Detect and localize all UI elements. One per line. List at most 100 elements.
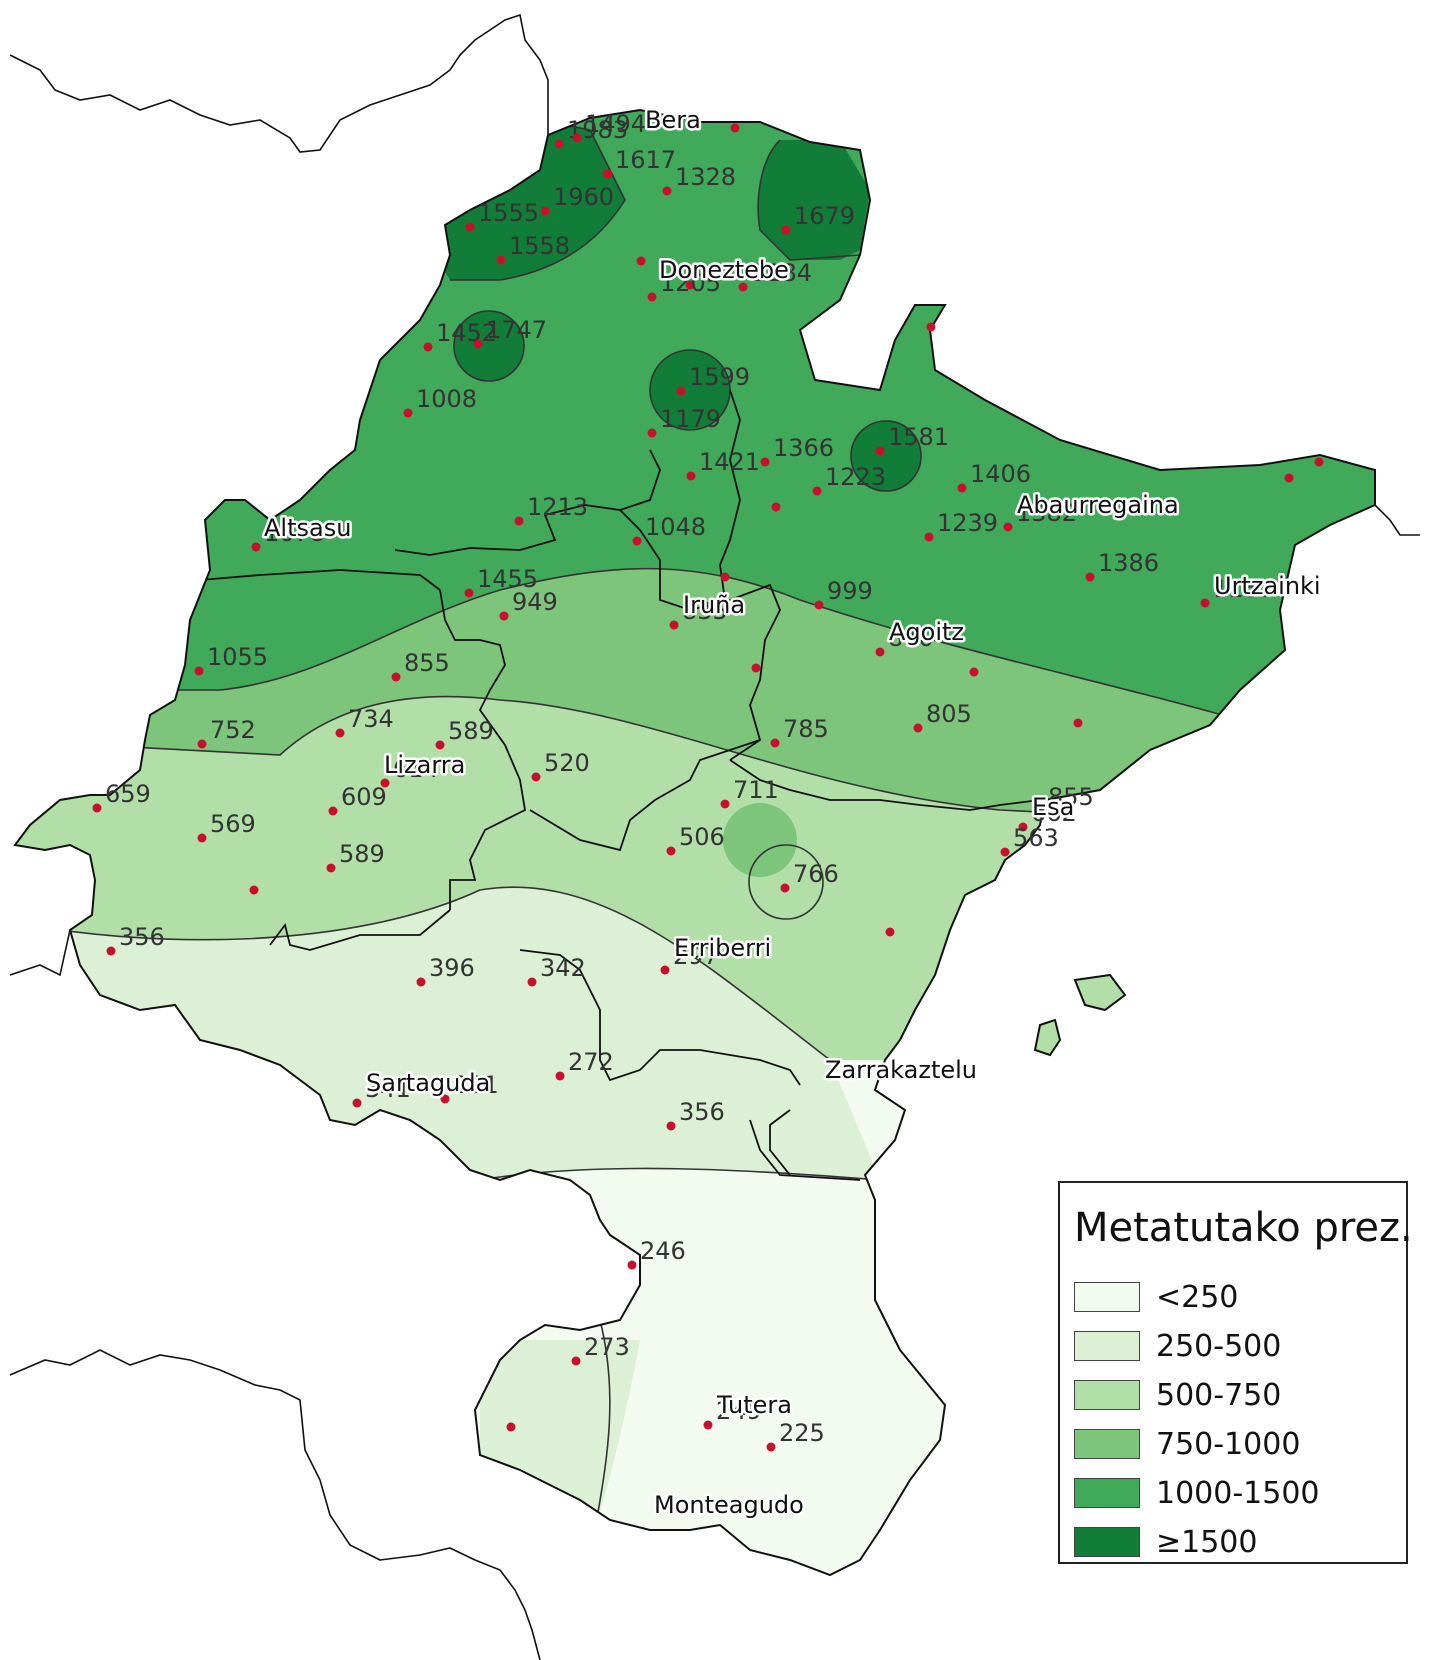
station-value: 246 bbox=[640, 1237, 686, 1265]
station-dot bbox=[326, 863, 336, 873]
station-value: 1157 bbox=[1213, 575, 1274, 603]
internal-borders bbox=[199, 389, 1041, 1181]
station-dot bbox=[403, 408, 413, 418]
station-dot bbox=[885, 927, 895, 937]
station-value: 1386 bbox=[1098, 549, 1159, 577]
station-dot bbox=[913, 723, 923, 733]
station-dot bbox=[473, 339, 483, 349]
station-dot bbox=[720, 799, 730, 809]
city-label: Iruña bbox=[683, 591, 745, 619]
station-dot bbox=[531, 772, 541, 782]
station-value: 805 bbox=[926, 700, 972, 728]
station-value: 342 bbox=[540, 954, 586, 982]
station-dot bbox=[1018, 822, 1028, 832]
station-dot bbox=[571, 1356, 581, 1366]
city-label: Zarrakaztelu bbox=[825, 1056, 977, 1084]
city-label: Tutera bbox=[716, 1391, 792, 1419]
station-value: 855 bbox=[404, 649, 450, 677]
station-value: 734 bbox=[348, 705, 394, 733]
station-dot bbox=[660, 965, 670, 975]
station-dot bbox=[249, 885, 259, 895]
station-dot bbox=[527, 977, 537, 987]
station-dot bbox=[666, 1121, 676, 1131]
station-dot bbox=[328, 806, 338, 816]
station-dot bbox=[435, 740, 445, 750]
station-value: 1960 bbox=[553, 183, 614, 211]
station-dot bbox=[602, 169, 612, 179]
station-dot bbox=[720, 572, 730, 582]
station-dot bbox=[632, 536, 642, 546]
station-dot bbox=[251, 542, 261, 552]
station-value: 273 bbox=[584, 1333, 630, 1361]
station-dot bbox=[1000, 847, 1010, 857]
station-value: 563 bbox=[1013, 824, 1059, 852]
station-value: 1747 bbox=[486, 316, 547, 344]
station-value: 1452 bbox=[436, 319, 497, 347]
station-value: 1055 bbox=[207, 643, 268, 671]
station-dot bbox=[335, 728, 345, 738]
station-dot bbox=[738, 282, 748, 292]
station-dot bbox=[1314, 457, 1324, 467]
legend-label: 1000-1500 bbox=[1156, 1475, 1320, 1511]
station-dot bbox=[662, 186, 672, 196]
station-value: 1328 bbox=[675, 163, 736, 191]
station-value: 1679 bbox=[794, 202, 855, 230]
station-value: 609 bbox=[341, 783, 387, 811]
station-dot bbox=[464, 588, 474, 598]
station-dot bbox=[647, 292, 657, 302]
legend-label: 750-1000 bbox=[1156, 1426, 1301, 1462]
station-value: 396 bbox=[429, 954, 475, 982]
legend-label: 500-750 bbox=[1156, 1377, 1282, 1413]
station-value: 662 bbox=[1031, 799, 1077, 827]
station-value: 855 bbox=[1048, 783, 1094, 811]
legend-swatch bbox=[1074, 1527, 1140, 1557]
station-dot bbox=[676, 386, 686, 396]
station-value: 1205 bbox=[660, 269, 721, 297]
station-dot bbox=[780, 883, 790, 893]
station-dot bbox=[514, 516, 524, 526]
station-dot bbox=[875, 446, 885, 456]
city-label: Bera bbox=[645, 106, 701, 134]
station-dot bbox=[760, 457, 770, 467]
city-label: Monteagudo bbox=[654, 1491, 804, 1519]
station-value: 569 bbox=[210, 810, 256, 838]
station-dot bbox=[554, 139, 564, 149]
station-dot bbox=[703, 1420, 713, 1430]
station-dot bbox=[197, 833, 207, 843]
station-dot bbox=[969, 667, 979, 677]
station-value: 840 bbox=[888, 624, 934, 652]
station-dot bbox=[685, 280, 695, 290]
legend-swatch bbox=[1074, 1331, 1140, 1361]
exclave-petilla bbox=[1073, 973, 1127, 1012]
station-value: 1581 bbox=[888, 423, 949, 451]
station-dot bbox=[391, 672, 401, 682]
station-value: 520 bbox=[544, 749, 590, 777]
unlabeled-stations bbox=[249, 123, 1324, 1432]
station-dot bbox=[666, 846, 676, 856]
station-value: 1179 bbox=[660, 405, 721, 433]
legend-item: ≥1500 bbox=[1074, 1524, 1257, 1560]
station-value: 1555 bbox=[478, 199, 539, 227]
city-label: Urtzainki bbox=[1214, 572, 1321, 600]
station-dot bbox=[465, 222, 475, 232]
station-value: 356 bbox=[679, 1098, 725, 1126]
station-value: 1599 bbox=[689, 363, 750, 391]
zone-500-750 bbox=[15, 696, 1100, 1060]
station-value: 835 bbox=[682, 597, 728, 625]
station-dot bbox=[1003, 522, 1013, 532]
legend-label: ≥1500 bbox=[1156, 1524, 1258, 1560]
station-value: 752 bbox=[210, 716, 256, 744]
station-dot bbox=[812, 486, 822, 496]
city-label: Abaurregaina bbox=[1017, 491, 1179, 519]
station-dot bbox=[924, 532, 934, 542]
exclave-small bbox=[1033, 1018, 1062, 1057]
station-dot bbox=[572, 133, 582, 143]
station-dot bbox=[627, 1260, 637, 1270]
station-value: 659 bbox=[105, 780, 151, 808]
station-dot bbox=[380, 778, 390, 788]
station-dot bbox=[1085, 572, 1095, 582]
station-dot bbox=[875, 647, 885, 657]
station-value: 1382 bbox=[1016, 499, 1077, 527]
